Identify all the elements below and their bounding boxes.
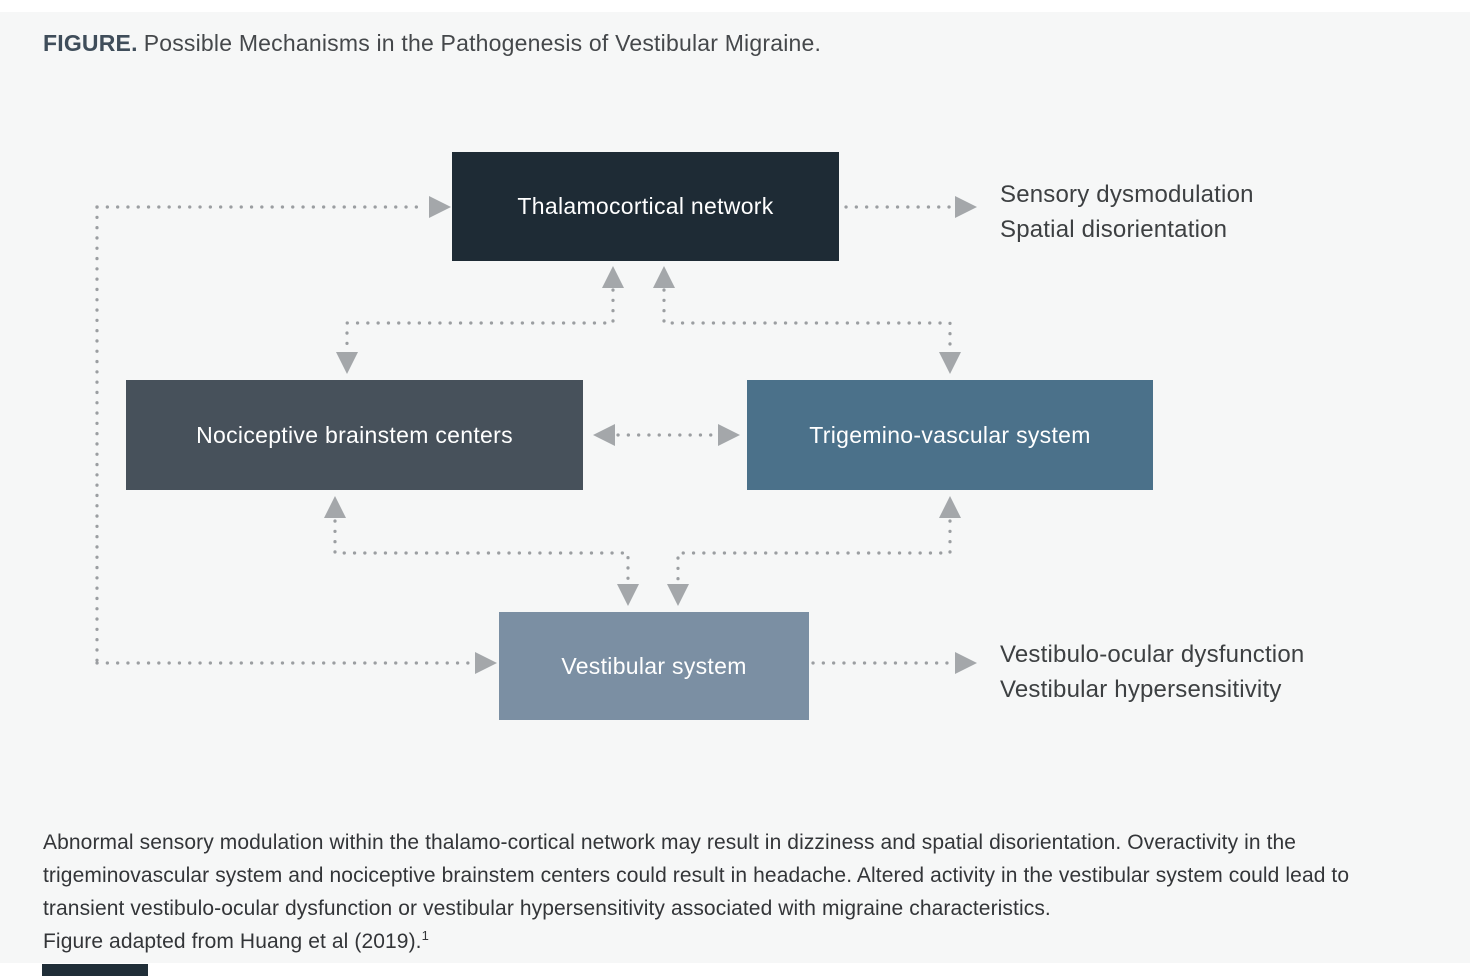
figure-caption: Abnormal sensory modulation within the t… — [43, 826, 1349, 958]
outcome-text-top: Sensory dysmodulation Spatial disorienta… — [1000, 177, 1254, 247]
outcome-bottom-line2: Vestibular hypersensitivity — [1000, 676, 1282, 703]
node-trigemino-vascular-system: Trigemino-vascular system — [747, 380, 1153, 490]
node-thalamocortical-label: Thalamocortical network — [517, 193, 774, 219]
outcome-text-bottom: Vestibulo-ocular dysfunction Vestibular … — [1000, 637, 1304, 707]
caption-line-2: trigeminovascular system and nociceptive… — [43, 864, 1350, 887]
node-trigeminovascular-label: Trigemino-vascular system — [809, 421, 1091, 448]
figure-title-text: Possible Mechanisms in the Pathogenesis … — [143, 30, 822, 56]
cutoff-bottom-element — [42, 964, 148, 976]
node-thalamocortical-network: Thalamocortical network — [452, 152, 839, 261]
node-nociceptive-brainstem-centers: Nociceptive brainstem centers — [126, 380, 583, 490]
outcome-bottom-line1: Vestibulo-ocular dysfunction — [1000, 641, 1305, 668]
node-vestibular-label: Vestibular system — [561, 652, 747, 679]
node-vestibular-system: Vestibular system — [499, 612, 809, 720]
figure-title: FIGURE.Possible Mechanisms in the Pathog… — [43, 30, 821, 57]
caption-line-1: Abnormal sensory modulation within the t… — [43, 831, 1297, 854]
caption-line-4: Figure adapted from Huang et al (2019).1 — [43, 928, 429, 953]
caption-reference-superscript: 1 — [421, 928, 429, 943]
outcome-top-line1: Sensory dysmodulation — [1000, 181, 1254, 208]
caption-line-3: transient vestibulo-ocular dysfunction o… — [43, 897, 1051, 920]
figure-title-label: FIGURE. — [43, 30, 138, 56]
node-nociceptive-label: Nociceptive brainstem centers — [196, 421, 513, 448]
outcome-top-line2: Spatial disorientation — [1000, 216, 1228, 243]
